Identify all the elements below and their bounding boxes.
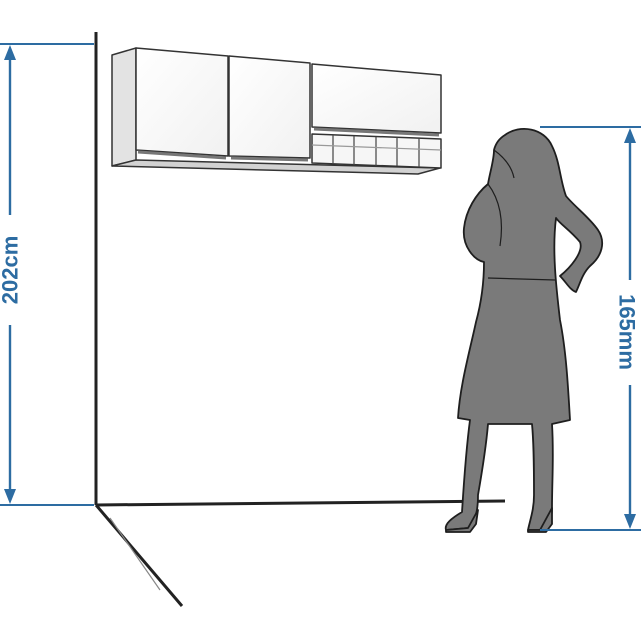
floor-diagonal-line: [94, 504, 184, 607]
silhouette-body: [444, 128, 604, 531]
wall-cabinet: [111, 47, 442, 175]
floor-line: [95, 499, 506, 507]
floor-diagonal-inner-line: [109, 517, 161, 591]
ceiling-arrow-up-icon: [4, 45, 16, 60]
ceiling-height-label: 202cm: [0, 236, 23, 305]
person-height-label: 165mm: [615, 294, 640, 370]
silhouette-shoe-left: [445, 509, 479, 533]
cabinet-door-right: [311, 63, 442, 134]
person-arrow-down-icon: [624, 514, 636, 529]
door-middle-handle: [230, 156, 309, 162]
niche-dividers: [311, 135, 442, 167]
door-right-handle: [313, 127, 440, 137]
ceiling-height-dimension: 202cm: [0, 43, 94, 506]
silhouette-details: [487, 149, 556, 281]
cabinet-door-left: [135, 47, 229, 157]
door-left-handle: [137, 150, 227, 160]
woman-silhouette: [444, 128, 604, 533]
ceiling-arrow-down-icon: [4, 489, 16, 504]
cabinet-side-panel: [111, 47, 137, 167]
cabinet-door-middle: [228, 55, 311, 159]
person-arrow-up-icon: [624, 128, 636, 143]
person-height-dimension: 165mm: [540, 126, 641, 531]
room-lines: [94, 32, 506, 607]
